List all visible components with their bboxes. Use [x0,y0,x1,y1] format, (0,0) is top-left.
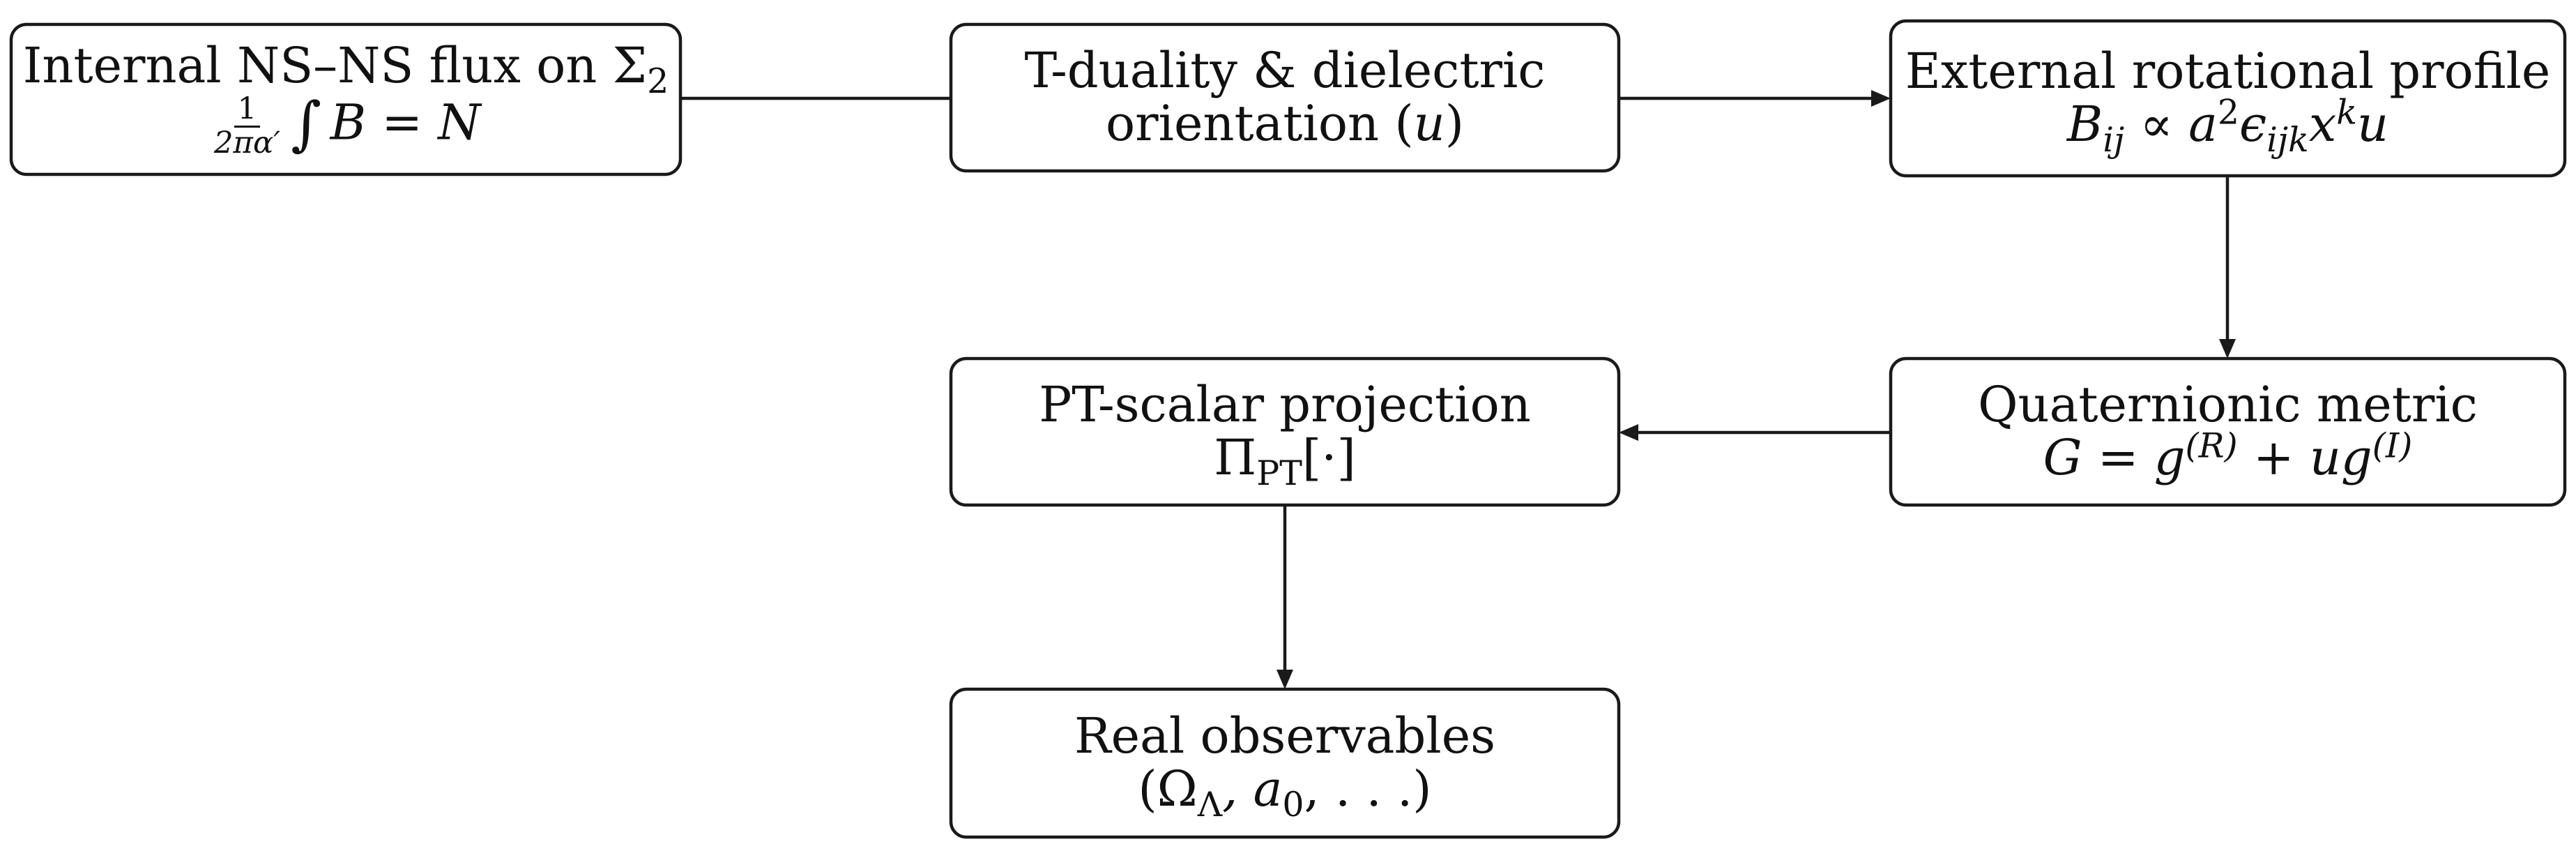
arrowhead-rotational-to-metric [2219,339,2236,359]
node-projection-formula: ΠPT[·] [1214,429,1356,493]
node-metric: Quaternionic metric G = g(R) + ug(I) [1891,359,2565,505]
arrowhead-metric-to-projection [1619,424,1638,441]
node-tduality-line2: orientation (u) [1105,95,1465,152]
node-tduality-line1: T-duality & dielectric [1024,42,1546,100]
node-flux-formula: 1 2πα′ ∫B = N [211,92,481,159]
flux-fraction: 1 2πα′ [213,91,281,160]
node-metric-formula: G = g(R) + ug(I) [2043,426,2413,486]
node-flux-title: Internal NS–NS flux on Σ2 [22,36,669,101]
node-observables: Real observables (ΩΛ, a0, . . .) [951,689,1619,837]
node-rotational-title: External rotational profile [1905,43,2551,100]
node-observables-formula: (ΩΛ, a0, . . .) [1138,760,1432,825]
arrowhead-projection-to-observables [1276,670,1293,689]
node-projection: PT-scalar projection ΠPT[·] [951,359,1619,505]
node-projection-title: PT-scalar projection [1039,376,1531,434]
arrowhead-tduality-to-rotational [1871,90,1891,107]
node-tduality: T-duality & dielectric orientation (u) [951,24,1619,171]
node-observables-title: Real observables [1074,707,1496,765]
node-metric-title: Quaternionic metric [1978,376,2478,434]
node-rotational: External rotational profile Bij ∝ a2ϵijk… [1891,21,2565,176]
node-flux: Internal NS–NS flux on Σ2 1 2πα′ ∫B = N [11,24,680,174]
integral-sign: ∫ [291,89,322,158]
node-rotational-formula: Bij ∝ a2ϵijkxku [2066,92,2389,160]
